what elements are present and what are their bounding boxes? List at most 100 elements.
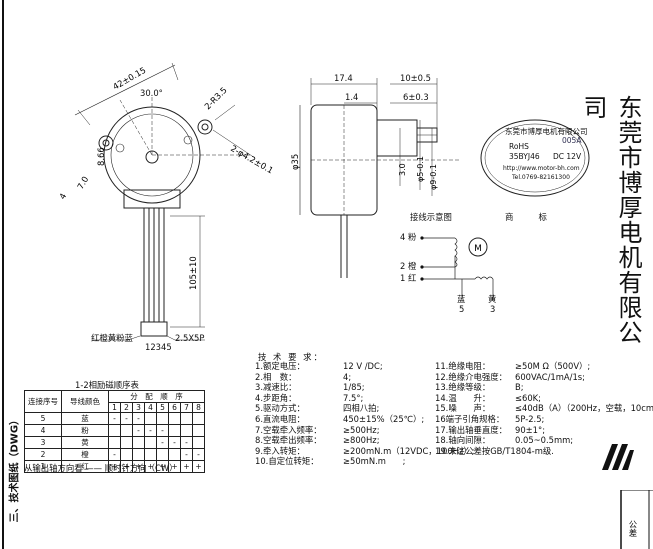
dim-174: 17.4 <box>334 73 353 83</box>
spec-item: 6.直流电阻：450±15%（25℃）; <box>255 414 424 425</box>
row-cell <box>144 436 157 449</box>
spec-key: 18.轴向间隙： <box>435 435 491 446</box>
spec-key: 13.绝缘等级： <box>435 382 491 393</box>
spec-key: 4.步距角： <box>255 392 297 403</box>
step-header: 8 <box>192 402 205 413</box>
trademark-label <box>480 119 590 197</box>
spec-value: ≥50mN.m ; <box>343 456 406 467</box>
tolerance-label: 公差 <box>628 520 638 537</box>
spec-value: 5P-2.5; <box>515 414 545 424</box>
label-company: 东莞市博厚电机有限公司 <box>505 127 588 136</box>
pin-3-color: 黄 <box>488 294 497 304</box>
spec-value: 600VAC/1mA/1s; <box>515 371 585 382</box>
label-url: http://www.motor-bh.com <box>503 165 580 172</box>
spec-key: 15.噪 声： <box>435 403 491 414</box>
dim-10: 10±0.5 <box>400 73 431 83</box>
spec-item: 3.减速比： 1/85; <box>255 382 365 393</box>
row-cell: - <box>180 448 193 461</box>
col-no: 连接序号 <box>24 390 62 413</box>
left-frame-line <box>2 0 4 549</box>
spec-item: 7.空载牵入频率：≥500Hz; <box>255 425 380 436</box>
spec-item: 12.绝缘介电强度：600VAC/1mA/1s; <box>435 372 585 383</box>
spec-key: 11.绝缘电阻： <box>435 361 491 371</box>
spec-value: B; <box>515 382 524 393</box>
spec-item: 15.噪 声： ≤40dB（A）（200Hz，空载，10cm）; <box>435 403 653 414</box>
dim-30b: 3.0 <box>398 163 407 176</box>
row-cell: - <box>144 424 157 437</box>
step-header: 1 <box>108 402 121 413</box>
pin-1: 1 红 <box>400 273 417 283</box>
dim-105: 105±10 <box>188 256 198 290</box>
row-cell <box>180 424 193 437</box>
row-cell <box>120 448 133 461</box>
wire-colors: 红橙黄粉蓝 <box>91 333 133 343</box>
spec-value: ≤40dB（A）（200Hz，空载，10cm）; <box>515 403 653 414</box>
dim-30deg: 30.0° <box>140 88 163 98</box>
spec-key: 16端子引角规格： <box>435 414 505 424</box>
connector <box>140 321 168 337</box>
step-header: 6 <box>168 402 181 413</box>
row-cell: - <box>120 412 133 425</box>
dim-r35: 2-R3.5 <box>202 85 229 112</box>
spec-value: 四相八拍; <box>343 403 380 414</box>
spec-item: 18.轴向间隙：0.05~0.5mm; <box>435 435 573 446</box>
spec-value: 12 V /DC; <box>343 361 383 371</box>
spec-key: 2.相 数： <box>255 371 297 382</box>
dim-d35: φ35 <box>290 154 300 170</box>
row-cell <box>132 448 145 461</box>
specs-title: 技 术 要 求： <box>258 352 324 362</box>
spec-item: 13.绝缘等级： B; <box>435 382 524 393</box>
spec-item: 2.相 数： 4; <box>255 372 351 383</box>
row-cell: - <box>108 448 121 461</box>
spec-value: 1/85; <box>343 382 365 393</box>
row-cell <box>192 412 205 425</box>
spec-key: 10.自定位转矩： <box>255 456 319 467</box>
row-color: 橙 <box>61 448 109 461</box>
row-no: 1 <box>24 460 62 473</box>
company-logo <box>602 444 634 470</box>
label-code: 005A <box>562 136 582 145</box>
spec-item: 5.驱动方式： 四相八拍; <box>255 403 379 414</box>
row-cell <box>168 424 181 437</box>
trademark-title: 商 标 <box>505 212 547 222</box>
spec-item: 11.绝缘电阻：≥50M Ω（500V）; <box>435 361 590 372</box>
sequence-caption: 1-2相励磁顺序表 <box>75 380 139 390</box>
step-header: 7 <box>180 402 193 413</box>
label-model: 35BYJ46 <box>509 152 540 161</box>
spec-value: 4; <box>343 371 352 382</box>
mount-ear-right <box>197 119 213 135</box>
spec-key: 3.减速比： <box>255 382 297 393</box>
row-color: 黄 <box>61 436 109 449</box>
tolerance-frame <box>620 490 653 549</box>
row-no: 3 <box>24 436 62 449</box>
step-header: 2 <box>120 402 133 413</box>
spec-item: 19.未注公差按GB/T1804-m级. <box>435 446 554 457</box>
dim-866: 8.66 <box>96 147 106 166</box>
dim-hole: 2-φ4.2±0.1 <box>229 143 275 175</box>
pin-3-no: 3 <box>490 304 496 314</box>
spec-item: 1.额定电压：12 V /DC; <box>255 361 383 372</box>
rotation-direction: 从输出轴方向看 —— 顺时针方向（CW） <box>24 463 178 473</box>
motor-m: M <box>474 244 482 254</box>
col-order: 分 配 顺 序 <box>108 390 205 403</box>
dim-6: 6±0.3 <box>403 92 429 102</box>
spec-value: ≤60K; <box>515 392 541 403</box>
spec-value: ≥200mN.m（12VDC，100Hz）; <box>343 445 475 456</box>
wire-outlet <box>123 189 181 209</box>
connector-pins: 12345 <box>145 342 172 352</box>
spec-key: 9.牵入转矩： <box>255 445 305 456</box>
row-color: 粉 <box>61 424 109 437</box>
dim-d9: φ9-0.1 <box>429 164 438 190</box>
label-tel: Tel.0769-82161300 <box>512 174 570 181</box>
row-cell <box>120 424 133 437</box>
company-name: 东莞市博厚电机有限公司 <box>579 95 642 345</box>
row-cell <box>168 448 181 461</box>
row-no: 5 <box>24 412 62 425</box>
spec-key: 5.驱动方式： <box>255 403 305 414</box>
row-cell: - <box>156 436 169 449</box>
col-color: 导线颜色 <box>61 390 109 413</box>
pin-5-color: 蓝 <box>457 294 466 304</box>
